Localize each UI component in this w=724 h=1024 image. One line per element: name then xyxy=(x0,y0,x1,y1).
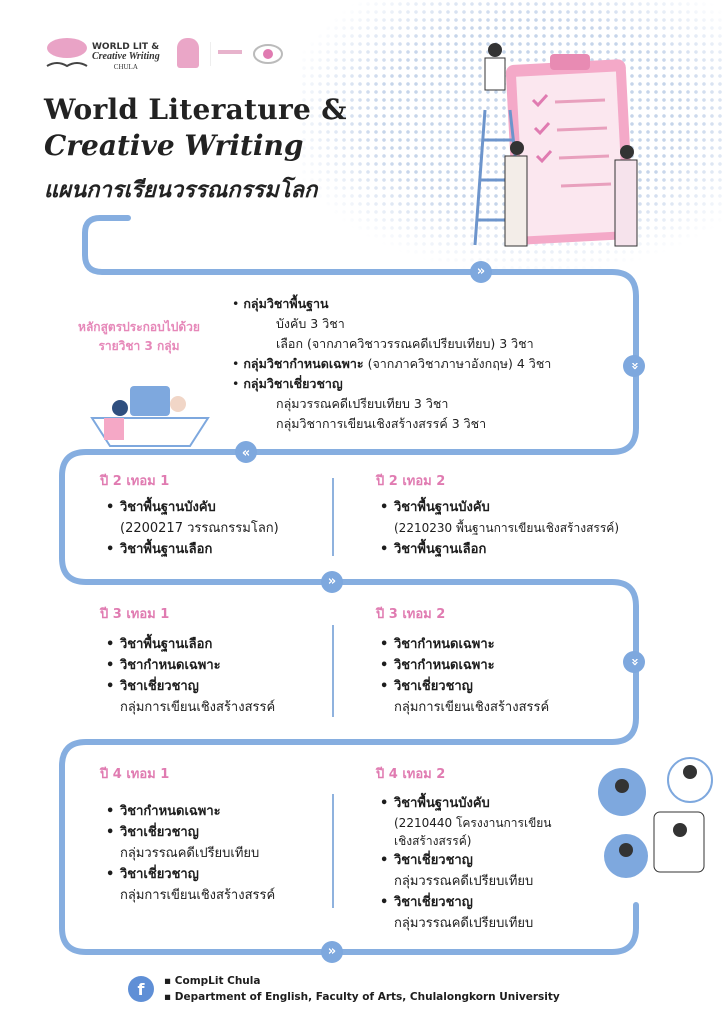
course-title: วิชาเชี่ยวชาญ xyxy=(120,867,199,882)
group-title: กลุ่มวิชาเชี่ยวชาญ xyxy=(243,376,343,391)
logo-line3: CHULA xyxy=(113,63,138,71)
facebook-page-name[interactable]: CompLit Chula xyxy=(174,975,261,987)
course-item: วิชาพื้นฐานบังคับ xyxy=(106,497,279,518)
course-item: วิชาเชี่ยวชาญ xyxy=(380,892,552,913)
course-item: วิชากำหนดเฉพาะ xyxy=(106,655,275,676)
course-title: วิชากำหนดเฉพาะ xyxy=(120,804,221,819)
chula-emblem-icon xyxy=(177,38,199,68)
course-title: วิชาพื้นฐานเลือก xyxy=(394,542,487,557)
path-arrow-icon: » xyxy=(470,261,492,283)
semester-heading-y3s2: ปี 3 เทอม 2 xyxy=(376,607,446,622)
course-item: วิชาพื้นฐานเลือก xyxy=(106,634,275,655)
course-title: วิชาพื้นฐานบังคับ xyxy=(394,796,490,811)
curriculum-label: หลักสูตรประกอบไปด้วย รายวิชา 3 กลุ่ม xyxy=(64,318,214,356)
semester-heading-y4s1: ปี 4 เทอม 1 xyxy=(100,767,170,782)
course-sub: กลุ่มการเขียนเชิงสร้างสรรค์ xyxy=(120,700,276,715)
semester-list-y3s1: วิชาพื้นฐานเลือก วิชากำหนดเฉพาะ วิชาเชี่… xyxy=(106,634,276,718)
semester-heading-y3s1: ปี 3 เทอม 1 xyxy=(100,607,170,622)
page-subtitle: แผนการเรียนวรรณกรรมโลก xyxy=(44,178,318,203)
course-item: วิชาพื้นฐานเลือก xyxy=(380,539,619,560)
semester-list-y2s1: วิชาพื้นฐานบังคับ (2200217 วรรณกรรมโลก) … xyxy=(106,497,279,560)
path-arrow-icon: » xyxy=(623,355,645,377)
course-sub: (2200217 วรรณกรรมโลก) xyxy=(120,521,279,536)
puzzle-illustration xyxy=(90,378,212,452)
group-title: กลุ่มวิชาพื้นฐาน xyxy=(243,296,329,311)
complit-eye-logo-icon xyxy=(209,40,284,72)
course-item: วิชาพื้นฐานเลือก xyxy=(106,539,279,560)
semester-list-y3s2: วิชากำหนดเฉพาะ วิชากำหนดเฉพาะ วิชาเชี่ยว… xyxy=(380,634,550,718)
group-line: กลุ่มวรรณคดีเปรียบเทียบ 3 วิชา xyxy=(276,396,449,411)
course-item: วิชาพื้นฐานบังคับ xyxy=(380,793,552,814)
group-foundation: • กลุ่มวิชาพื้นฐาน xyxy=(232,296,329,311)
curriculum-label-line1: หลักสูตรประกอบไปด้วย xyxy=(78,320,200,334)
clipboard-illustration xyxy=(455,40,655,259)
footer-line: ▪ Department of English, Faculty of Arts… xyxy=(164,991,560,1003)
course-item: วิชากำหนดเฉพาะ xyxy=(106,801,275,822)
course-item: วิชากำหนดเฉพาะ xyxy=(380,634,549,655)
course-title: วิชาเชี่ยวชาญ xyxy=(394,679,473,694)
curriculum-groups: • กลุ่มวิชาพื้นฐาน บังคับ 3 วิชา เลือก (… xyxy=(232,294,551,434)
course-item: วิชากำหนดเฉพาะ xyxy=(380,655,549,676)
curriculum-label-line2: รายวิชา 3 กลุ่ม xyxy=(98,339,180,353)
footer-line: ▪ CompLit Chula xyxy=(164,975,261,987)
course-item: วิชาเชี่ยวชาญ xyxy=(106,822,275,843)
course-sub: กลุ่มวรรณคดีเปรียบเทียบ xyxy=(394,916,534,931)
semester-list-y2s2: วิชาพื้นฐานบังคับ (2210230 พื้นฐานการเขี… xyxy=(380,497,619,560)
department-name: Department of English, Faculty of Arts, … xyxy=(174,991,560,1003)
column-divider xyxy=(332,625,334,717)
course-title: วิชาเชี่ยวชาญ xyxy=(120,679,199,694)
page-title: World Literature & Creative Writing xyxy=(44,92,347,164)
course-title: วิชาพื้นฐานเลือก xyxy=(120,637,213,652)
worldlit-logo xyxy=(44,36,90,74)
course-sub: กลุ่มการเขียนเชิงสร้างสรรค์ xyxy=(120,888,276,903)
course-title: วิชากำหนดเฉพาะ xyxy=(394,658,495,673)
path-arrow-icon: » xyxy=(321,941,343,963)
course-item: วิชาเชี่ยวชาญ xyxy=(380,676,549,697)
course-title: วิชาเชี่ยวชาญ xyxy=(120,825,199,840)
course-sub: เชิงสร้างสรรค์) xyxy=(394,834,472,848)
semester-list-y4s2: วิชาพื้นฐานบังคับ (2210440 โครงงานการเขี… xyxy=(380,793,552,934)
semester-heading-y2s1: ปี 2 เทอม 1 xyxy=(100,474,170,489)
column-divider xyxy=(332,794,334,908)
course-title: วิชาเชี่ยวชาญ xyxy=(394,853,473,868)
course-title: วิชาพื้นฐานบังคับ xyxy=(120,500,216,515)
group-line: กลุ่มวิชาการเขียนเชิงสร้างสรรค์ 3 วิชา xyxy=(276,416,487,431)
group-line: เลือก (จากภาควิชาวรรณคดีเปรียบเทียบ) 3 ว… xyxy=(276,336,534,351)
course-sub: (2210440 โครงงานการเขียน xyxy=(394,816,552,830)
course-item: วิชาเชี่ยวชาญ xyxy=(106,676,275,697)
path-arrow-icon: » xyxy=(623,651,645,673)
course-item: วิชาเชี่ยวชาญ xyxy=(106,864,275,885)
course-item: วิชาพื้นฐานบังคับ xyxy=(380,497,619,518)
course-title: วิชาพื้นฐานเลือก xyxy=(120,542,213,557)
online-meeting-illustration xyxy=(594,752,718,886)
worldlit-logo-text: WORLD LIT & Creative Writing CHULA xyxy=(92,42,160,72)
course-sub: กลุ่มวรรณคดีเปรียบเทียบ xyxy=(394,874,534,889)
course-title: วิชาพื้นฐานบังคับ xyxy=(394,500,490,515)
course-title: วิชาเชี่ยวชาญ xyxy=(394,895,473,910)
course-title: วิชากำหนดเฉพาะ xyxy=(120,658,221,673)
map-book-icon xyxy=(46,38,88,68)
title-line1: World Literature & xyxy=(44,93,347,126)
semester-heading-y4s2: ปี 4 เทอม 2 xyxy=(376,767,446,782)
course-item: วิชาเชี่ยวชาญ xyxy=(380,850,552,871)
logo-line2: Creative Writing xyxy=(92,51,160,62)
course-sub: (2210230 พื้นฐานการเขียนเชิงสร้างสรรค์) xyxy=(394,521,619,535)
path-arrow-icon: » xyxy=(235,441,257,463)
semester-list-y4s1: วิชากำหนดเฉพาะ วิชาเชี่ยวชาญ กลุ่มวรรณคด… xyxy=(106,801,276,906)
footer-info: ▪ CompLit Chula ▪ Department of English,… xyxy=(164,973,560,1005)
column-divider xyxy=(332,478,334,556)
path-arrow-icon: » xyxy=(321,571,343,593)
group-specialized: • กลุ่มวิชาเชี่ยวชาญ xyxy=(232,376,343,391)
group-line: บังคับ 3 วิชา xyxy=(276,316,345,331)
group-suffix: (จากภาควิชาภาษาอังกฤษ) 4 วิชา xyxy=(363,356,552,371)
group-specific: • กลุ่มวิชากำหนดเฉพาะ (จากภาควิชาภาษาอัง… xyxy=(232,356,552,371)
course-sub: กลุ่มการเขียนเชิงสร้างสรรค์ xyxy=(394,700,550,715)
title-line2: Creative Writing xyxy=(44,129,304,162)
facebook-icon[interactable]: f xyxy=(128,976,154,1002)
semester-heading-y2s2: ปี 2 เทอม 2 xyxy=(376,474,446,489)
course-sub: กลุ่มวรรณคดีเปรียบเทียบ xyxy=(120,846,260,861)
course-title: วิชากำหนดเฉพาะ xyxy=(394,637,495,652)
logo-line1: WORLD LIT & xyxy=(92,42,160,52)
group-title: กลุ่มวิชากำหนดเฉพาะ xyxy=(243,356,364,371)
